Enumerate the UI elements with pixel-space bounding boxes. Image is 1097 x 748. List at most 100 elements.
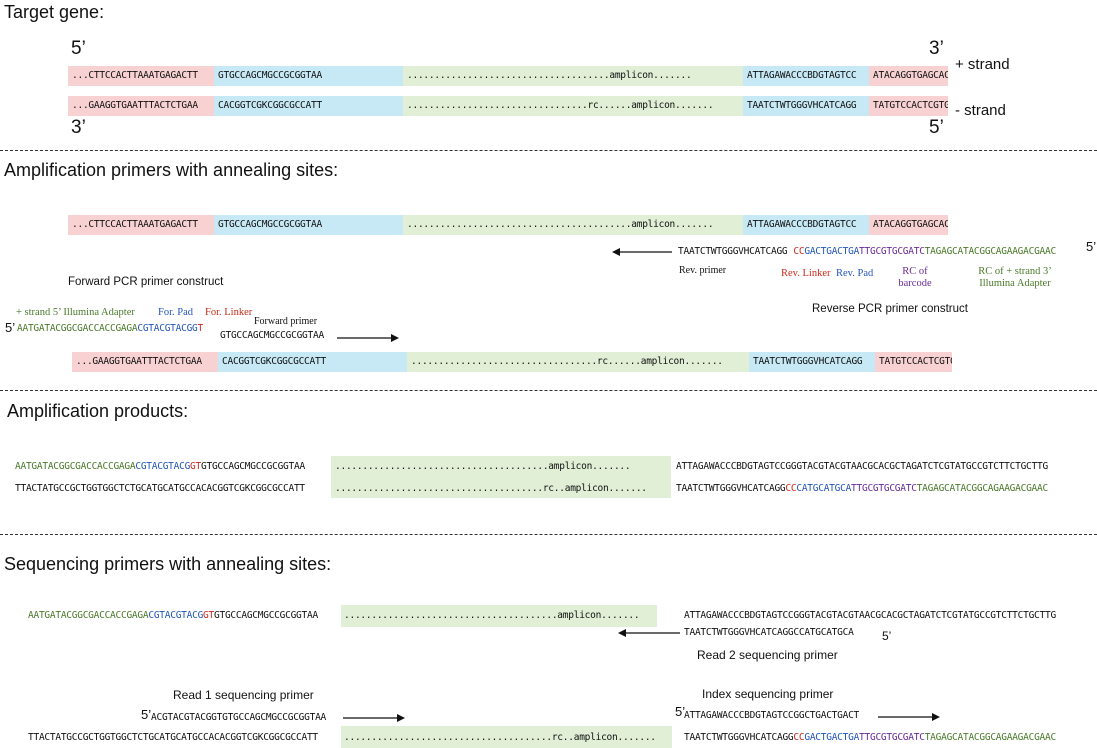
- s4-bottom-barcode: TTGCGTGCGATC: [859, 732, 925, 743]
- plus-strand-label: + strand: [955, 56, 1010, 73]
- s3-bottom-linker: CC: [785, 483, 797, 494]
- minus-amplicon: .................................rc.....…: [403, 96, 743, 116]
- read2-five-prime: 5’: [882, 629, 892, 643]
- s4-top-amplicon: .......................................a…: [344, 610, 640, 621]
- s3-top-amplicon: .......................................a…: [335, 461, 631, 472]
- read2-label: Read 2 sequencing primer: [697, 648, 838, 662]
- read2-arrow-icon: [618, 629, 680, 637]
- plus-rev-site: ATTAGAWACCCBDGTAGTCC: [743, 66, 869, 86]
- s2-top-rev-site: ATTAGAWACCCBDGTAGTCC: [743, 215, 869, 235]
- s3-bottom-amplicon: ......................................rc…: [335, 483, 647, 494]
- s4-bottom-pad: GACTGACTGA: [804, 732, 860, 743]
- index-seq: ATTAGAWACCCBDGTAGTCCGGCTGACTGACT: [684, 710, 860, 721]
- plus-amplicon: .....................................amp…: [403, 66, 743, 86]
- minus-rev-site: TAATCTWTGGGVHCATCAGG: [743, 96, 869, 116]
- s3-bottom-tail: TAATCTWTGGGVHCATCAGGCCCATGCATGCATTGCGTGC…: [676, 482, 1048, 496]
- fwd-primer-arrow-icon: [337, 334, 399, 342]
- s4-bottom-primer: TAATCTWTGGGVHCATCAGG: [684, 732, 794, 743]
- rev-barcode-seq: TTGCGTGCGATC: [859, 246, 925, 257]
- s4-bottom-head: TTACTATGCCGCTGGTGGCTCTGCATGCATGCCACACGGT…: [28, 732, 318, 743]
- plus-primer-site: GTGCCAGCMGCCGCGGTAA: [214, 66, 403, 86]
- fwd-adapter-label: + strand 5’ Illumina Adapter: [16, 307, 135, 318]
- rev-pad-label: Rev. Pad: [836, 268, 874, 279]
- index-label: Index sequencing primer: [702, 687, 834, 701]
- s2-top-flank-left: ...CTTCCACTTAAATGAGACTT: [68, 215, 214, 235]
- section-title-amplification-primers: Amplification primers with annealing sit…: [4, 160, 339, 180]
- rev-adapter-seq: TAGAGCATACGGCAGAAGACGAAC: [924, 246, 1057, 257]
- fwd-adapter-seq: AATGATACGGCGACCACCGAGA: [17, 323, 138, 334]
- s2-top-row: ...CTTCCACTTAAATGAGACTT GTGCCAGCMGCCGCGG…: [68, 215, 948, 235]
- for-linker-label: For. Linker: [205, 307, 253, 318]
- read2-seq: TAATCTWTGGGVHCATCAGGCCATGCATGCA: [684, 627, 854, 638]
- rc-adapter-label: RC of + strand 3’ Illumina Adapter: [965, 266, 1065, 290]
- rev-linker-seq: CC: [793, 246, 805, 257]
- rev-primer-construct: TAATCTWTGGGVHCATCAGG CCGACTGACTGATTGCGTGC…: [678, 245, 1056, 259]
- s4-top-pad: CGTACGTACG: [148, 610, 204, 621]
- s2-bottom-amplicon: ..................................rc....…: [407, 352, 749, 372]
- s3-amplicon-box: [331, 456, 671, 498]
- s3-bottom-adapter: TAGAGCATACGGCAGAAGACGAAC: [916, 483, 1049, 494]
- s3-top-primer: GTGCCAGCMGCCGCGGTAA: [201, 461, 305, 472]
- s4-bottom-amplicon: ......................................rc…: [344, 732, 656, 743]
- five-prime-label-bottom: 5’: [929, 117, 944, 138]
- section-title-amplification-products: Amplification products:: [7, 401, 189, 421]
- for-pad-label: For. Pad: [158, 307, 194, 318]
- s2-bottom-rev-site: TAATCTWTGGGVHCATCAGG: [749, 352, 875, 372]
- s3-top-left: AATGATACGGCGACCACCGAGACGTACGTACGGTGTGCCA…: [15, 460, 305, 474]
- fwd-five-prime: 5’: [5, 320, 16, 335]
- fwd-linker-seq: T: [197, 323, 204, 334]
- s4-bottom-amplicon-box: [341, 726, 672, 748]
- rev-primer-label: Rev. primer: [679, 265, 727, 276]
- five-prime-label: 5’: [71, 38, 86, 59]
- minus-strand-label: - strand: [955, 102, 1006, 119]
- divider-1: [0, 150, 1097, 151]
- s4-bottom-linker: CC: [793, 732, 805, 743]
- fwd-pad-seq: CGTACGTACGG: [137, 323, 198, 334]
- s4-bottom-adapter: TAGAGCATACGGCAGAAGACGAAC: [924, 732, 1057, 743]
- rev-primer-arrow-icon: [612, 248, 672, 256]
- s4-top-primer: GTGCCAGCMGCCGCGGTAA: [214, 610, 318, 621]
- read1-arrow-icon: [343, 714, 405, 722]
- s4-bottom-tail: TAATCTWTGGGVHCATCAGGCCGACTGACTGATTGCGTGC…: [684, 731, 1056, 745]
- s4-top-tail: ATTAGAWACCCBDGTAGTCCGGGTACGTACGTAACGCACG…: [684, 610, 1056, 621]
- index-arrow-icon: [878, 713, 940, 721]
- s3-bottom-primer: TAATCTWTGGGVHCATCAGG: [676, 483, 786, 494]
- s3-top-adapter: AATGATACGGCGACCACCGAGA: [15, 461, 136, 472]
- s4-top-left: AATGATACGGCGACCACCGAGACGTACGTACGGTGTGCCA…: [28, 609, 318, 623]
- minus-flank-right: TATGTCCACTCGTGGAACAT...: [869, 96, 948, 116]
- rev-five-prime: 5’: [1086, 239, 1097, 254]
- rc-barcode-label: RC of barcode: [895, 266, 935, 290]
- rev-primer-seq: TAATCTWTGGGVHCATCAGG: [678, 246, 788, 257]
- three-prime-label-bottom: 3’: [71, 117, 86, 138]
- s2-top-flank-right: ATACAGGTGAGCACCTTGTA...: [869, 215, 948, 235]
- read1-label: Read 1 sequencing primer: [173, 688, 314, 702]
- fwd-primer-seq: GTGCCAGCMGCCGCGGTAA: [220, 330, 324, 341]
- fwd-primer-construct: AATGATACGGCGACCACCGAGACGTACGTACGGT: [17, 322, 203, 336]
- s3-bottom-barcode: TTGCGTGCGATC: [851, 483, 917, 494]
- s3-bottom-head: TTACTATGCCGCTGGTGGCTCTGCATGCATGCCACACGGT…: [15, 483, 305, 494]
- plus-strand-row: ...CTTCCACTTAAATGAGACTT GTGCCAGCMGCCGCGG…: [68, 66, 948, 86]
- minus-primer-site: CACGGTCGKCGGCGCCATT: [214, 96, 403, 116]
- s2-bottom-flank-left: ...GAAGGTGAATTTACTCTGAA: [72, 352, 218, 372]
- s4-top-linker: GT: [203, 610, 214, 621]
- divider-3: [0, 534, 1097, 535]
- plus-flank-left: ...CTTCCACTTAAATGAGACTT: [68, 66, 214, 86]
- rc-barcode-label-line1: RC of: [902, 266, 928, 277]
- rev-linker-label: Rev. Linker: [781, 268, 831, 279]
- forward-primer-label: Forward primer: [254, 316, 318, 327]
- read1-five-prime: 5’: [141, 707, 152, 722]
- s3-bottom-pad: CATGCATGCA: [796, 483, 852, 494]
- rc-adapter-label-line2: Illumina Adapter: [979, 278, 1051, 289]
- s3-top-linker: GT: [190, 461, 201, 472]
- s3-top-pad: CGTACGTACG: [135, 461, 191, 472]
- rc-adapter-label-line1: RC of + strand 3’: [978, 266, 1052, 277]
- section-title-sequencing-primers: Sequencing primers with annealing sites:: [4, 554, 332, 574]
- minus-flank-left: ...GAAGGTGAATTTACTCTGAA: [68, 96, 214, 116]
- s2-bottom-row: ...GAAGGTGAATTTACTCTGAA CACGGTCGKCGGCGCC…: [72, 352, 952, 372]
- s3-top-tail: ATTAGAWACCCBDGTAGTCCGGGTACGTACGTAACGCACG…: [676, 461, 1048, 472]
- reverse-construct-title: Reverse PCR primer construct: [812, 303, 968, 315]
- rev-pad-seq: GACTGACTGA: [804, 246, 860, 257]
- index-five-prime: 5’: [675, 704, 686, 719]
- s4-top-amplicon-box: [341, 605, 657, 627]
- plus-flank-right: ATACAGGTGAGCACCTTGTA...: [869, 66, 948, 86]
